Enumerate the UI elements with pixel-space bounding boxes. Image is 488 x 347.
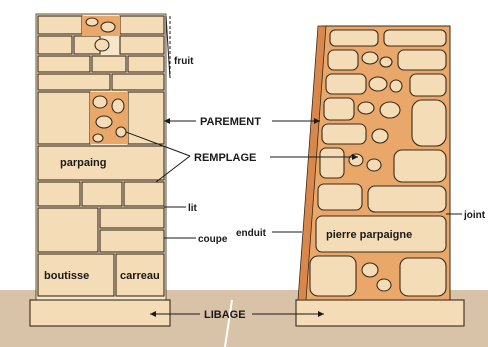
left-mid-stone — [128, 92, 164, 144]
right-stone — [410, 74, 446, 96]
label-joint: joint — [463, 210, 486, 221]
rubble-stone — [362, 263, 378, 277]
left-stone — [100, 208, 164, 228]
left-top-stone — [38, 36, 72, 54]
label-fruit: fruit — [174, 56, 194, 67]
rubble-stone — [362, 52, 378, 64]
rubble-stone — [96, 116, 112, 128]
left-top-stone — [92, 56, 126, 72]
label-parpaing: parpaing — [60, 157, 106, 169]
right-stone — [326, 74, 366, 94]
left-top-stone — [38, 16, 82, 34]
label-enduit: enduit — [236, 228, 267, 239]
right-stone — [398, 50, 446, 70]
left-wall: parpaing boutisse carreau — [36, 14, 166, 300]
rubble-stone — [367, 159, 381, 171]
label-libage: LIBAGE — [204, 309, 246, 321]
rubble-stone — [86, 18, 98, 26]
label-parement: PAREMENT — [200, 116, 261, 128]
rubble-stone — [380, 102, 400, 118]
fruit-slope-line — [166, 16, 170, 78]
right-stone — [322, 124, 366, 144]
right-stone — [318, 184, 362, 210]
label-lit: lit — [188, 203, 198, 214]
right-wall: pierre parpaigne — [298, 26, 450, 300]
right-stone — [394, 150, 446, 182]
rubble-stone — [95, 39, 109, 51]
right-stone — [412, 100, 446, 146]
rubble-stone — [369, 77, 387, 91]
left-stone — [124, 182, 164, 206]
right-stone — [400, 258, 446, 296]
left-mid-stone — [38, 92, 90, 144]
right-stone — [324, 98, 354, 120]
rubble-stone — [93, 134, 103, 142]
left-top-stone — [38, 56, 90, 72]
right-stone — [328, 50, 358, 70]
label-pierre-parpaigne: pierre parpaigne — [326, 229, 412, 241]
left-stone — [100, 230, 164, 252]
left-stone — [38, 208, 98, 252]
rubble-stone — [349, 154, 363, 166]
rubble-stone — [358, 102, 374, 114]
label-carreau: carreau — [120, 270, 160, 282]
right-stone — [320, 148, 344, 178]
left-top-stone — [112, 74, 164, 90]
fruit-marker: fruit — [166, 16, 194, 78]
right-stone — [330, 30, 378, 46]
right-stone — [368, 186, 446, 212]
left-stone — [38, 182, 80, 206]
right-stone — [384, 30, 446, 46]
rubble-stone — [390, 80, 402, 92]
left-top-stone — [38, 74, 110, 90]
rubble-stone — [112, 99, 124, 113]
rubble-stone — [372, 129, 388, 143]
left-top-stone — [128, 56, 164, 72]
left-top-stone — [120, 16, 164, 34]
left-stone — [82, 182, 122, 206]
rubble-stone — [380, 57, 392, 67]
label-remplage: REMPLAGE — [194, 152, 256, 164]
label-boutisse: boutisse — [44, 270, 89, 282]
rubble-stone — [93, 96, 107, 108]
rubble-stone — [116, 127, 126, 137]
rubble-stone — [101, 22, 115, 32]
right-stone — [310, 256, 356, 296]
label-coupe: coupe — [198, 234, 228, 245]
libage-stone-left — [30, 300, 170, 326]
rubble-stone — [377, 279, 391, 291]
left-top-stone — [120, 36, 164, 54]
